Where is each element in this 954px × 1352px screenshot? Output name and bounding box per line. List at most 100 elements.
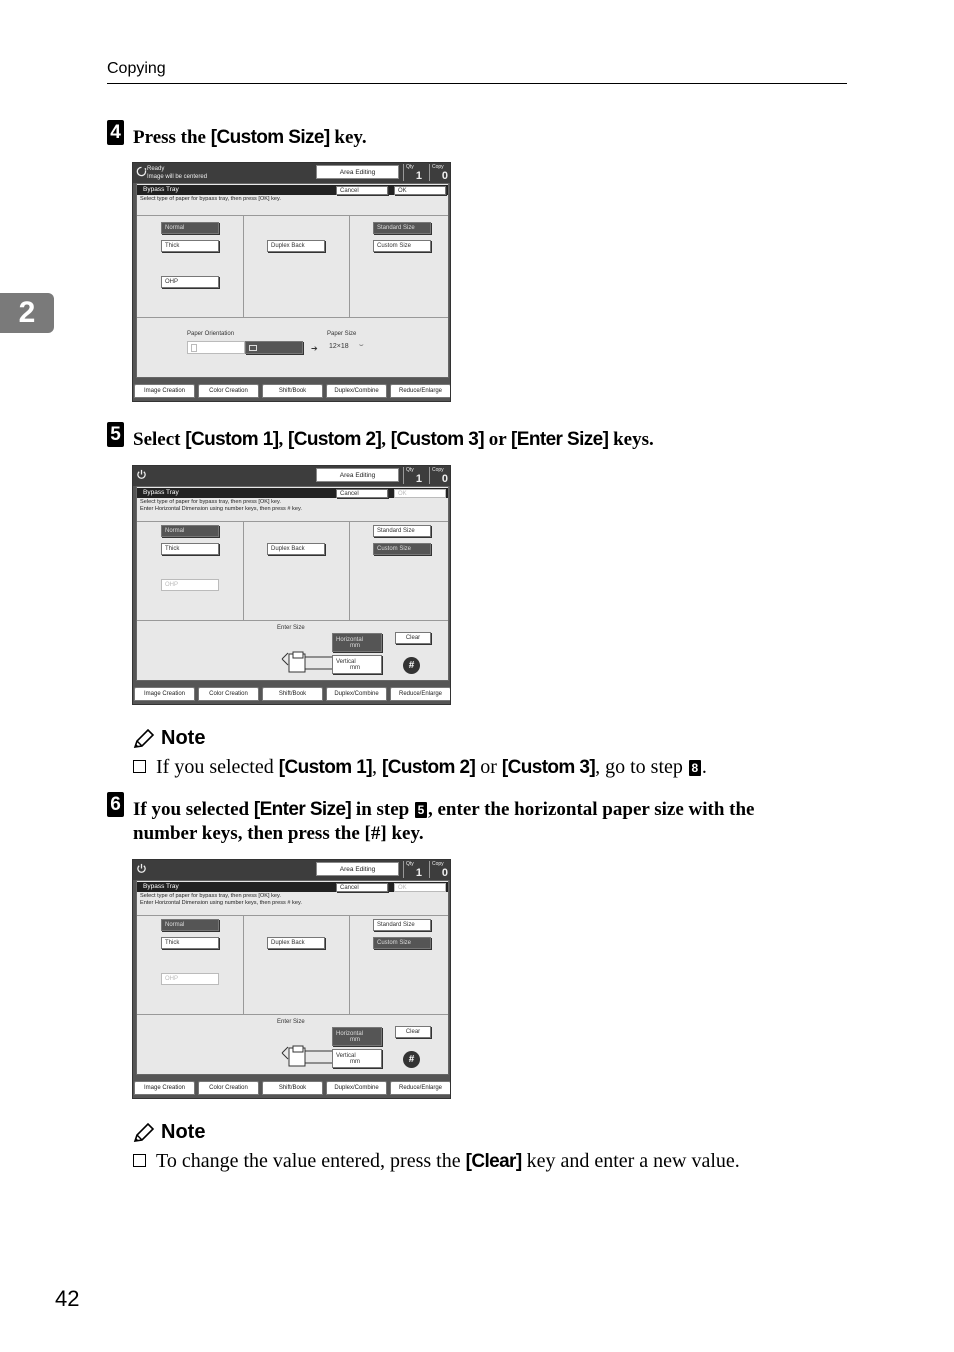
label: Qty (406, 467, 414, 473)
standard-size-button[interactable]: Standard Size (373, 525, 431, 537)
step-6-text: If you selected [Enter Size] in step 5, … (133, 798, 853, 846)
area-editing-button[interactable]: Area Editing (316, 468, 399, 482)
custom-size-button[interactable]: Custom Size (373, 937, 431, 949)
cancel-button[interactable]: Cancel (336, 883, 388, 892)
checkbox-bullet (133, 760, 146, 773)
text: key. (329, 127, 367, 148)
note-text: If you selected [Custom 1], [Custom 2] o… (156, 756, 707, 779)
ohp-button[interactable]: OHP (161, 276, 219, 288)
note-title: Note (161, 1121, 206, 1143)
hash-key-icon[interactable]: # (403, 1051, 420, 1068)
dialog-title-bar: Bypass Tray Cancel OK (137, 185, 448, 195)
unit-label: mm (350, 1036, 360, 1043)
checkbox-bullet (133, 1154, 146, 1167)
tab-color-creation[interactable]: Color Creation (198, 687, 259, 701)
value: 1 (415, 867, 422, 879)
label: Copy (432, 861, 444, 867)
unit-label: mm (350, 642, 360, 649)
divider (137, 215, 448, 216)
tab-reduce-enlarge[interactable]: Reduce/Enlarge (390, 384, 450, 398)
ok-button[interactable]: OK (394, 186, 446, 195)
divider (137, 521, 448, 522)
custom-size-button[interactable]: Custom Size (373, 240, 431, 252)
tab-reduce-enlarge[interactable]: Reduce/Enlarge (390, 1081, 450, 1095)
tab-color-creation[interactable]: Color Creation (198, 384, 259, 398)
clear-button[interactable]: Clear (395, 1026, 431, 1038)
cancel-button[interactable]: Cancel (336, 186, 388, 195)
ok-button[interactable]: OK (394, 489, 446, 498)
step-number-badge: 4 (107, 120, 124, 145)
tab-image-creation[interactable]: Image Creation (134, 384, 195, 398)
tab-duplex-combine[interactable]: Duplex/Combine (326, 1081, 387, 1095)
custom-size-button[interactable]: Custom Size (373, 543, 431, 555)
instruction-line: Enter Horizontal Dimension using number … (140, 506, 302, 512)
normal-button[interactable]: Normal (161, 525, 219, 537)
cancel-button[interactable]: Cancel (336, 489, 388, 498)
field-label: Vertical (336, 1052, 356, 1059)
text: , go to step (595, 756, 688, 778)
ohp-button[interactable]: OHP (161, 973, 219, 985)
text: . (701, 756, 707, 778)
orientation-landscape-button[interactable] (245, 341, 303, 354)
hash-key-icon[interactable]: # (403, 657, 420, 674)
orientation-portrait-button[interactable] (187, 341, 245, 354)
key-name: [Custom 3] (501, 757, 596, 778)
instruction-text: Select type of paper for bypass tray, th… (140, 499, 302, 513)
page-number: 42 (55, 1286, 80, 1311)
text: , enter the horizontal paper size with t… (428, 799, 755, 820)
tab-reduce-enlarge[interactable]: Reduce/Enlarge (390, 687, 450, 701)
thick-button[interactable]: Thick (161, 240, 219, 252)
tab-image-creation[interactable]: Image Creation (134, 1081, 195, 1095)
clear-button[interactable]: Clear (395, 632, 431, 644)
duplex-back-button[interactable]: Duplex Back (267, 937, 325, 949)
tab-duplex-combine[interactable]: Duplex/Combine (326, 687, 387, 701)
label: Qty (406, 164, 414, 170)
divider (137, 915, 448, 916)
divider (137, 1014, 448, 1015)
header-rule (107, 83, 847, 84)
ok-button[interactable]: OK (394, 883, 446, 892)
text: If you selected (133, 799, 254, 820)
value: 1 (415, 473, 422, 485)
tab-shift-book[interactable]: Shift/Book (262, 384, 323, 398)
key-name: [Custom 1] (185, 429, 279, 450)
label: Copy (432, 164, 444, 170)
power-icon (137, 863, 146, 873)
tab-duplex-combine[interactable]: Duplex/Combine (326, 384, 387, 398)
normal-button[interactable]: Normal (161, 919, 219, 931)
tab-image-creation[interactable]: Image Creation (134, 687, 195, 701)
divider (243, 915, 244, 1014)
note-heading: Note (133, 1121, 205, 1144)
dialog-title-bar: Bypass Tray Cancel OK (137, 488, 448, 498)
paper-orientation-label: Paper Orientation (187, 331, 235, 337)
tab-color-creation[interactable]: Color Creation (198, 1081, 259, 1095)
standard-size-button[interactable]: Standard Size (373, 222, 431, 234)
thick-button[interactable]: Thick (161, 543, 219, 555)
area-editing-button[interactable]: Area Editing (316, 165, 399, 179)
thick-button[interactable]: Thick (161, 937, 219, 949)
normal-button[interactable]: Normal (161, 222, 219, 234)
note-text: To change the value entered, press the [… (156, 1150, 740, 1173)
key-name: [Enter Size] (253, 799, 352, 820)
function-tabs: Image Creation Color Creation Shift/Book… (133, 687, 450, 703)
tab-shift-book[interactable]: Shift/Book (262, 687, 323, 701)
power-icon (137, 469, 146, 479)
step-number-badge: 5 (107, 422, 124, 447)
ohp-button[interactable]: OHP (161, 579, 219, 591)
standard-size-button[interactable]: Standard Size (373, 919, 431, 931)
bypass-tray-dialog: Bypass Tray Cancel OK Select type of pap… (136, 486, 449, 681)
duplex-back-button[interactable]: Duplex Back (267, 543, 325, 555)
divider (243, 215, 244, 317)
tab-shift-book[interactable]: Shift/Book (262, 1081, 323, 1095)
dialog-title-bar: Bypass Tray Cancel OK (137, 882, 448, 892)
area-editing-button[interactable]: Area Editing (316, 862, 399, 876)
duplex-back-button[interactable]: Duplex Back (267, 240, 325, 252)
